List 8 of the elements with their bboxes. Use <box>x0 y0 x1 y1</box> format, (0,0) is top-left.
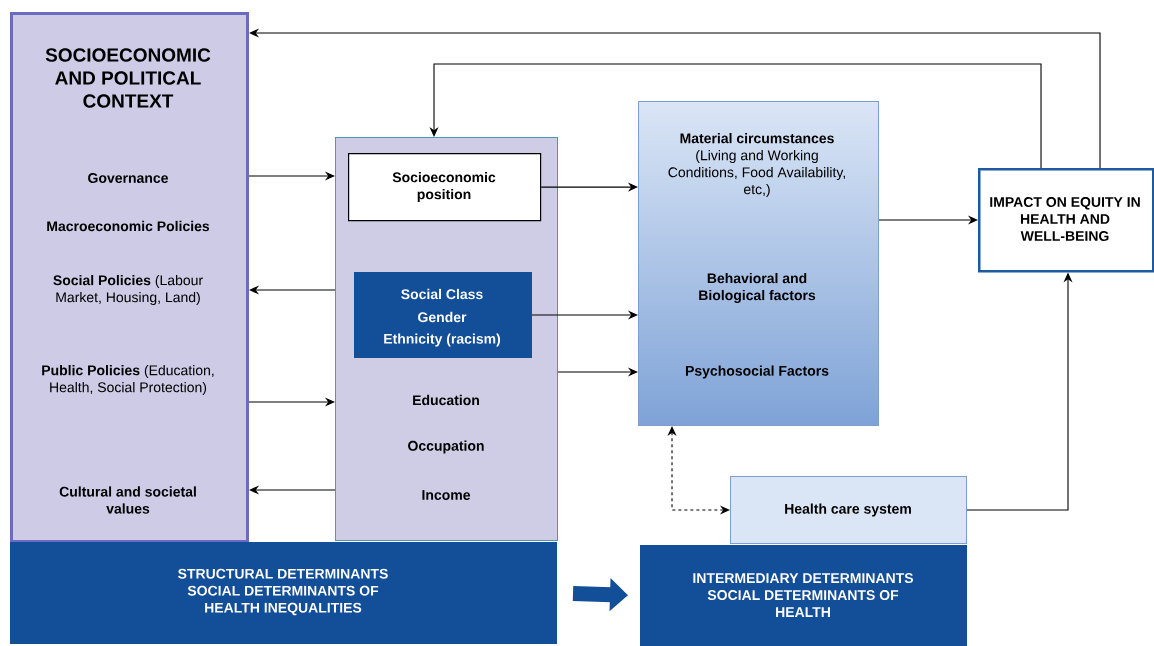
position-box: Socioeconomic position <box>348 153 542 222</box>
context-box: SOCIOECONOMIC AND POLITICAL CONTEXT Governance Macroeconomic Policies Social Policies (Labour Market, Housing, Land) Public Policies (Education, Health, Social Protection) Cultural and societal values <box>10 12 249 543</box>
social-class-box: Social Class Gender Ethnicity (racism) <box>354 272 532 358</box>
determinants-band: STRUCTURAL DETERMINANTS SOCIAL DETERMINANTS OF HEALTH INEQUALITIES <box>10 542 557 644</box>
impact-box: IMPACT ON EQUITY IN HEALTH AND WELL-BEING <box>978 168 1154 273</box>
intermediary-box: Material circumstances (Living and Working Conditions, Food Availability, etc,) Behavioral and Biological factors Psychosocial Factors <box>638 101 879 426</box>
health-care-box: Health care system <box>730 476 967 544</box>
determinants-band: INTERMEDIARY DETERMINANTS SOCIAL DETERMINANTS OF HEALTH <box>640 545 967 646</box>
